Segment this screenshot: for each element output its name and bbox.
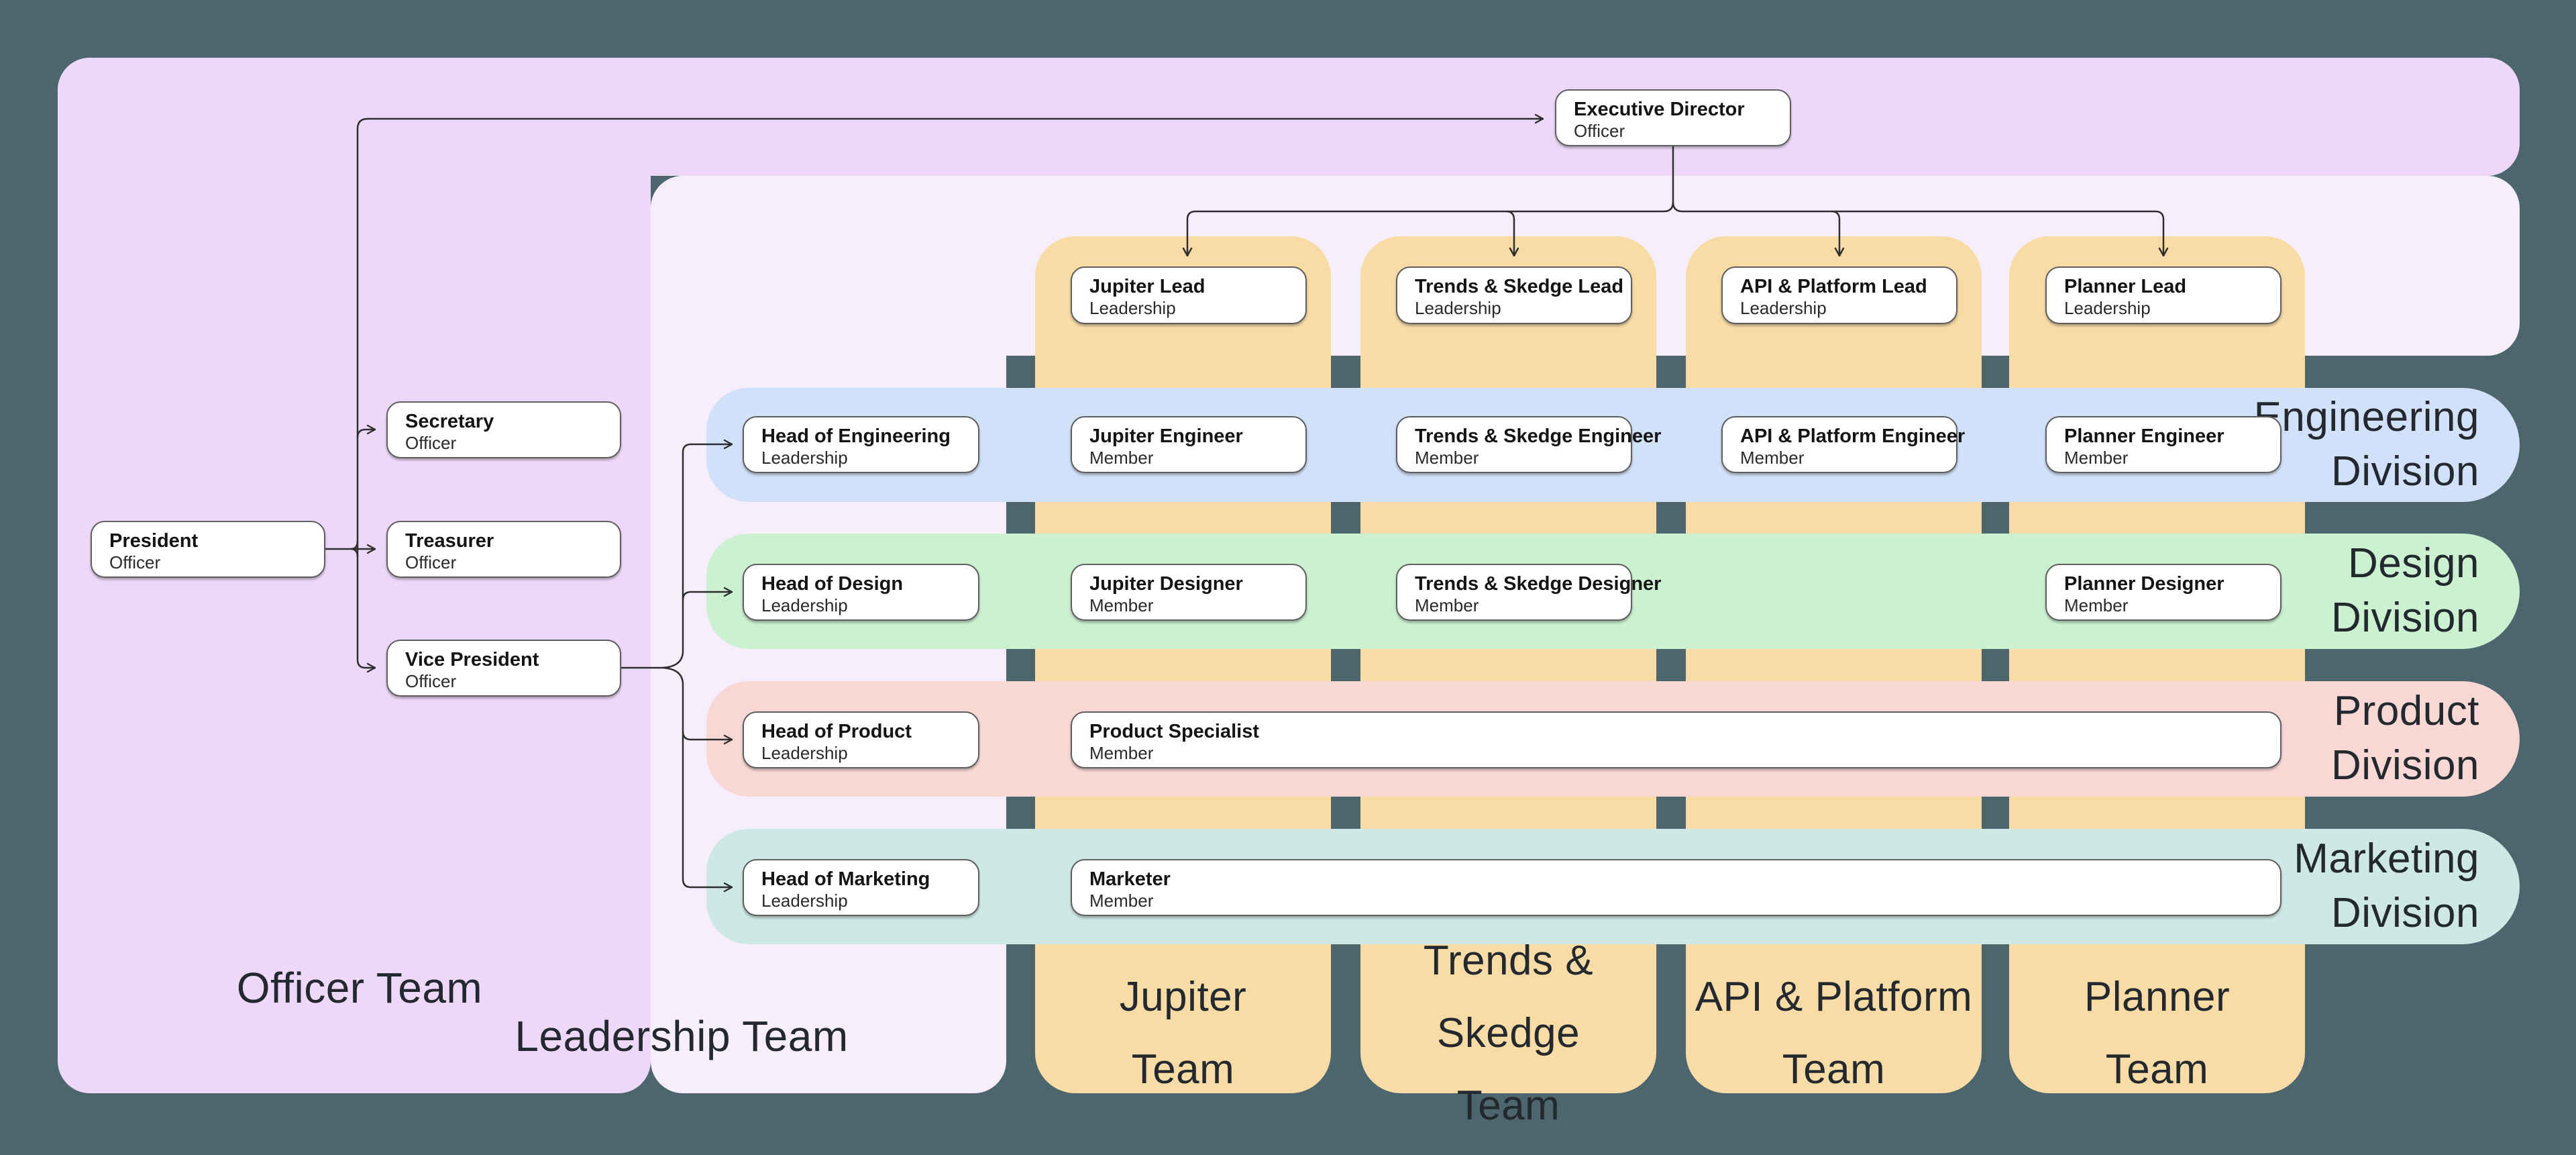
node-title: Executive Director — [1574, 99, 1745, 120]
node-title: Planner Designer — [2064, 573, 2224, 595]
planner-team-label: Planner Team — [2084, 974, 2231, 1093]
node-title: President — [109, 530, 199, 552]
node-subtitle: Leadership — [761, 595, 848, 615]
node-title: Jupiter Lead — [1089, 276, 1205, 297]
node-vice-president[interactable]: Vice President Officer — [386, 640, 621, 697]
node-trends-skedge-engineer[interactable]: Trends & Skedge Engineer Member — [1396, 416, 1662, 473]
design-division-label: Design Division — [2330, 540, 2479, 641]
node-president[interactable]: President Officer — [91, 521, 325, 578]
node-subtitle: Officer — [405, 552, 457, 572]
marketing-division-label: Marketing Division — [2294, 836, 2479, 936]
node-api-platform-lead[interactable]: API & Platform Lead Leadership — [1721, 266, 1957, 324]
node-trends-skedge-lead[interactable]: Trends & Skedge Lead Leadership — [1396, 266, 1632, 324]
node-product-specialist[interactable]: Product Specialist Member — [1071, 711, 2282, 768]
node-subtitle: Member — [1740, 448, 1805, 468]
node-title: Treasurer — [405, 530, 494, 552]
api-platform-team-label: API & Platform Team — [1695, 974, 1973, 1093]
node-planner-designer[interactable]: Planner Designer Member — [2045, 564, 2282, 621]
node-title: Secretary — [405, 411, 494, 432]
node-title: Product Specialist — [1089, 721, 1260, 742]
node-title: Head of Marketing — [761, 868, 930, 890]
node-title: Jupiter Designer — [1089, 573, 1243, 595]
node-subtitle: Officer — [109, 552, 161, 572]
leadership-team-label: Leadership Team — [515, 1012, 849, 1060]
node-subtitle: Officer — [1574, 121, 1625, 141]
planner-team-column — [2009, 236, 2305, 1093]
node-marketer[interactable]: Marketer Member — [1071, 859, 2282, 916]
node-head-of-marketing[interactable]: Head of Marketing Leadership — [743, 859, 979, 916]
node-title: Jupiter Engineer — [1089, 425, 1243, 447]
node-subtitle: Member — [1089, 448, 1154, 468]
node-subtitle: Member — [1089, 595, 1154, 615]
node-title: Trends & Skedge Engineer — [1415, 425, 1662, 447]
node-subtitle: Member — [2064, 595, 2129, 615]
node-head-of-engineering[interactable]: Head of Engineering Leadership — [743, 416, 979, 473]
node-subtitle: Member — [2064, 448, 2129, 468]
node-subtitle: Officer — [405, 671, 457, 691]
node-subtitle: Leadership — [1089, 298, 1176, 318]
node-title: Head of Engineering — [761, 425, 951, 447]
node-title: API & Platform Engineer — [1740, 425, 1966, 447]
api-platform-team-column — [1686, 236, 1982, 1093]
node-planner-lead[interactable]: Planner Lead Leadership — [2045, 266, 2282, 324]
node-jupiter-designer[interactable]: Jupiter Designer Member — [1071, 564, 1307, 621]
node-api-platform-engineer[interactable]: API & Platform Engineer Member — [1721, 416, 1966, 473]
node-subtitle: Officer — [405, 433, 457, 453]
node-subtitle: Member — [1089, 891, 1154, 911]
engineering-division-label: Engineering Division — [2253, 394, 2479, 495]
node-subtitle: Leadership — [2064, 298, 2151, 318]
node-subtitle: Leadership — [1415, 298, 1501, 318]
product-division-label: Product Division — [2330, 688, 2479, 789]
officer-team-label: Officer Team — [236, 964, 483, 1012]
node-title: Planner Lead — [2064, 276, 2187, 297]
node-subtitle: Member — [1415, 595, 1479, 615]
node-title: Vice President — [405, 649, 539, 670]
node-jupiter-lead[interactable]: Jupiter Lead Leadership — [1071, 266, 1307, 324]
node-subtitle: Leadership — [761, 448, 848, 468]
trends-skedge-team-label: Trends & Skedge Team — [1423, 938, 1594, 1129]
node-subtitle: Member — [1415, 448, 1479, 468]
jupiter-team-label: Jupiter Team — [1119, 974, 1247, 1093]
node-subtitle: Leadership — [761, 891, 848, 911]
node-title: Marketer — [1089, 868, 1171, 890]
node-title: Trends & Skedge Designer — [1415, 573, 1662, 595]
node-subtitle: Leadership — [761, 743, 848, 763]
node-title: Head of Product — [761, 721, 912, 742]
node-subtitle: Member — [1089, 743, 1154, 763]
node-title: API & Platform Lead — [1740, 276, 1927, 297]
node-secretary[interactable]: Secretary Officer — [386, 401, 621, 458]
node-title: Planner Engineer — [2064, 425, 2224, 447]
node-head-of-product[interactable]: Head of Product Leadership — [743, 711, 979, 768]
node-trends-skedge-designer[interactable]: Trends & Skedge Designer Member — [1396, 564, 1662, 621]
node-executive-director[interactable]: Executive Director Officer — [1555, 89, 1791, 146]
node-title: Head of Design — [761, 573, 904, 595]
node-head-of-design[interactable]: Head of Design Leadership — [743, 564, 979, 621]
node-title: Trends & Skedge Lead — [1415, 276, 1624, 297]
node-planner-engineer[interactable]: Planner Engineer Member — [2045, 416, 2282, 473]
node-subtitle: Leadership — [1740, 298, 1827, 318]
node-treasurer[interactable]: Treasurer Officer — [386, 521, 621, 578]
node-jupiter-engineer[interactable]: Jupiter Engineer Member — [1071, 416, 1307, 473]
